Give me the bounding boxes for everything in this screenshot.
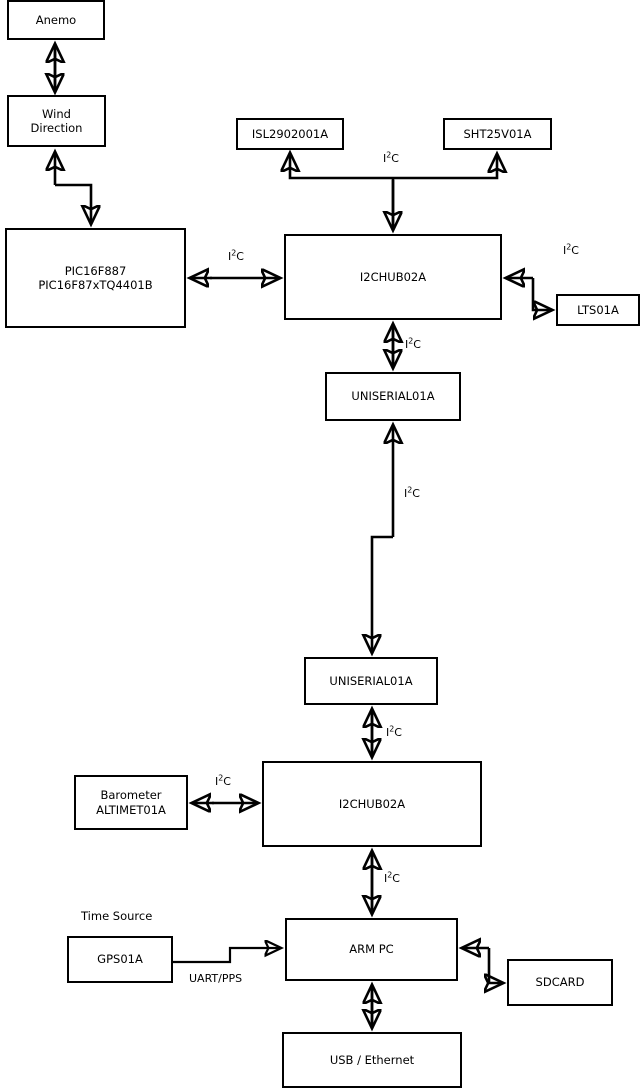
node-usb-ethernet-line-0: USB / Ethernet (329, 1052, 415, 1067)
edge-label-pic-to-hub-top: I2C (228, 248, 244, 263)
edge-label-hub-top-to-uniserial-top: I2C (405, 336, 421, 351)
node-lts01a[interactable]: LTS01A (556, 294, 640, 326)
node-pic-mcu[interactable]: PIC16F887 PIC16F87xTQ4401B (5, 228, 186, 328)
annotation-time-source: Time Source (81, 909, 153, 923)
node-arm-pc[interactable]: ARM PC (285, 918, 458, 981)
edge-label-hub-bot-to-armpc: I2C (384, 870, 400, 885)
edge-label-gps-to-armpc: UART/PPS (189, 972, 243, 985)
node-sht25v01a-line-0: SHT25V01A (463, 126, 532, 141)
node-isl2902001a[interactable]: ISL2902001A (236, 118, 344, 150)
node-uniserial01a-bottom-line-0: UNISERIAL01A (329, 673, 413, 688)
node-uniserial01a-top[interactable]: UNISERIAL01A (325, 372, 461, 421)
wire-hubtop-lts (531, 278, 552, 310)
edge-label-sensors-to-hub-top: I2C (383, 150, 399, 165)
node-i2chub02a-bottom-line-0: I2CHUB02A (338, 796, 406, 811)
edge-label-uniserial-bot-to-hub-bot: I2C (386, 724, 402, 739)
wire-bus-sht (393, 154, 497, 180)
node-wind-direction-line-0: Wind (42, 106, 71, 121)
node-barometer-line-0: Barometer (100, 788, 162, 803)
node-lts01a-line-0: LTS01A (577, 302, 619, 317)
node-barometer-line-1: ALTIMET01A (96, 802, 166, 817)
node-uniserial01a-bottom[interactable]: UNISERIAL01A (304, 657, 438, 705)
edge-label-barometer-to-hub-bot: I2C (215, 773, 231, 788)
node-arm-pc-line-0: ARM PC (349, 942, 394, 957)
node-anemo[interactable]: Anemo (7, 0, 105, 40)
edge-label-hub-top-to-lts: I2C (563, 242, 579, 257)
node-gps01a[interactable]: GPS01A (67, 936, 173, 983)
wire-pic-wind-z (55, 183, 91, 224)
node-sht25v01a[interactable]: SHT25V01A (443, 118, 552, 150)
edge-label-uniserial-link: I2C (404, 485, 420, 500)
node-uniserial01a-top-line-0: UNISERIAL01A (351, 389, 435, 404)
node-i2chub02a-top[interactable]: I2CHUB02A (284, 234, 502, 320)
node-sdcard-line-0: SDCARD (535, 975, 585, 990)
wire-bus-isl (290, 153, 393, 180)
wire-armpc-sdcard (489, 948, 503, 983)
node-usb-ethernet[interactable]: USB / Ethernet (282, 1032, 462, 1088)
node-sdcard[interactable]: SDCARD (507, 959, 613, 1006)
node-pic-mcu-line-1: PIC16F87xTQ4401B (38, 278, 153, 292)
node-i2chub02a-top-line-0: I2CHUB02A (359, 269, 427, 284)
wire-gps-armpc (173, 948, 281, 964)
node-anemo-line-0: Anemo (35, 12, 77, 27)
wire-uniserial-link-down (372, 535, 393, 653)
node-i2chub02a-bottom[interactable]: I2CHUB02A (262, 761, 482, 847)
node-isl2902001a-line-0: ISL2902001A (251, 126, 329, 141)
node-wind-direction-line-1: Direction (30, 121, 83, 135)
node-barometer-altimet01a[interactable]: Barometer ALTIMET01A (74, 775, 188, 830)
node-gps01a-line-0: GPS01A (97, 952, 143, 967)
node-wind-direction[interactable]: Wind Direction (7, 95, 106, 147)
node-pic-mcu-line-0: PIC16F887 (64, 263, 127, 278)
